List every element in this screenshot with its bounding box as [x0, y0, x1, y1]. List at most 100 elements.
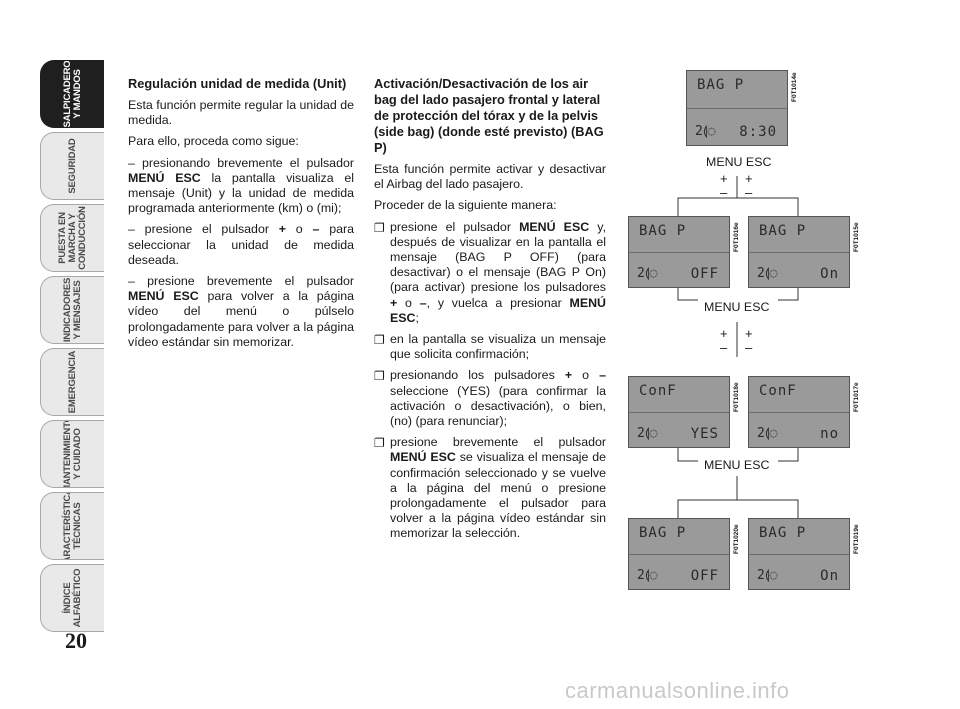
section-heading-bag-p: Activación/Desactivación de los air bag … [374, 76, 604, 155]
paragraph: – presione el pulsador + o – para selecc… [128, 222, 354, 268]
minus-label: – [745, 185, 753, 200]
text: – presione el pulsador [128, 222, 279, 237]
text: la pantalla visualiza el mensaje (Unit) … [128, 170, 355, 216]
checkbox-bullet-icon: ❐ [374, 369, 385, 384]
display-line2: On [820, 266, 839, 282]
paragraph: Esta función permite activar y desactiva… [374, 162, 606, 192]
figure-code: F0T1017e [853, 382, 860, 412]
paragraph: Esta función permite regular la unidad d… [128, 98, 354, 128]
airbag-icon: 2⟬◌ [757, 568, 778, 583]
display-line2: no [820, 426, 839, 442]
display-line1: BAG P [639, 223, 687, 239]
menu-esc-label: MENU ESC [706, 155, 772, 169]
text: se visualiza el mensaje de confirmación … [390, 450, 607, 541]
minus-label: – [720, 185, 728, 200]
airbag-icon: 2⟬◌ [637, 266, 658, 281]
display-bag-p-off: BAG P 2⟬◌ OFF [628, 216, 730, 288]
plus-label: + [720, 326, 728, 341]
button-ref: MENÚ ESC [128, 170, 201, 185]
airbag-icon: 2⟬◌ [695, 124, 716, 139]
text: y, después de visualizar en la pantalla … [390, 219, 607, 295]
page-number: 20 [65, 628, 87, 653]
bullet-item: ❐ en la pantalla se visualiza un mensaje … [374, 332, 606, 362]
plus-label: + [720, 171, 728, 186]
display-line1: ConF [759, 383, 797, 399]
display-divider [749, 252, 849, 253]
checkbox-bullet-icon: ❐ [374, 333, 385, 348]
button-ref: + [564, 368, 573, 383]
text: en la pantalla se visualiza un mensaje q… [390, 332, 606, 362]
airbag-icon: 2⟬◌ [757, 426, 778, 441]
menu-esc-label: MENU ESC [704, 300, 770, 314]
display-line1: ConF [639, 383, 677, 399]
section-heading-unit: Regulación unidad de medida (Unit) [128, 76, 347, 91]
bullet-item: ❐presione el pulsador MENÚ ESC y, despué… [374, 220, 606, 326]
minus-label: – [745, 340, 753, 355]
checkbox-bullet-icon: ❐ [374, 436, 385, 451]
button-ref: + [390, 295, 398, 310]
menu-esc-label: MENU ESC [704, 458, 770, 472]
column-unit: Regulación unidad de medida (Unit) Esta … [128, 76, 354, 356]
tab-puesta-en-marcha[interactable]: PUESTA EN MARCHA Y CONDUCCIÓN [40, 204, 104, 272]
display-conf-yes: ConF 2⟬◌ YES [628, 376, 730, 448]
figure-code: F0T1020e [733, 524, 740, 554]
tab-emergencia[interactable]: EMERGENCIA [40, 348, 104, 416]
text: para seleccionar la unidad de medida des… [128, 222, 354, 267]
tab-caracteristicas[interactable]: CARACTERÍSTICAS TÉCNICAS [40, 492, 104, 560]
text: para volver a la página vídeo del menú o… [128, 289, 354, 349]
figure-code: F0T1015e [853, 222, 860, 252]
button-ref: – [419, 295, 427, 310]
display-conf-no: ConF 2⟬◌ no [748, 376, 850, 448]
checkbox-bullet-icon: ❐ [374, 220, 385, 235]
display-line2: OFF [690, 266, 719, 282]
airbag-icon: 2⟬◌ [757, 266, 778, 281]
display-divider [629, 554, 729, 555]
figure-code: F0T1019e [853, 524, 860, 554]
text: ; [415, 310, 419, 325]
bullet-item: ❐ presione brevemente el pulsador MENÚ ES… [374, 435, 606, 541]
text: o [286, 222, 313, 237]
display-line2: OFF [690, 568, 719, 584]
text: o [397, 295, 420, 310]
display-bag-p-off-final: BAG P 2⟬◌ OFF [628, 518, 730, 590]
button-ref: MENÚ ESC [128, 289, 199, 304]
button-ref: MENÚ ESC [390, 450, 456, 465]
paragraph: Proceder de la siguiente manera: [374, 198, 557, 213]
display-line1: BAG P [697, 77, 745, 93]
text: presione brevemente el pulsador [390, 435, 606, 450]
button-ref: + [278, 222, 287, 237]
button-ref: – [312, 222, 320, 237]
display-line2: YES [690, 426, 719, 442]
paragraph: – presionando brevemente el pulsador MEN… [128, 156, 354, 217]
text: , y vuelca a presionar [426, 295, 570, 310]
display-divider [749, 412, 849, 413]
tab-salpicadero[interactable]: SALPICADERO Y MANDOS [40, 60, 104, 128]
display-bag-p-on-final: BAG P 2⟬◌ On [748, 518, 850, 590]
display-divider [687, 108, 787, 109]
column-bag-p: Activación/Desactivación de los air bag … [374, 76, 606, 548]
paragraph: Para ello, proceda como sigue: [128, 134, 299, 149]
display-line1: BAG P [759, 223, 807, 239]
plus-label: + [745, 326, 753, 341]
tab-mantenimiento[interactable]: MANTENIMIENTO Y CUIDADO [40, 420, 104, 488]
figure-code: F0T1018e [733, 382, 740, 412]
bullet-item: ❐presionando los pulsadores + o – selecc… [374, 368, 606, 429]
display-divider [749, 554, 849, 555]
tab-indicadores[interactable]: INDICADORES Y MENSAJES [40, 276, 104, 344]
display-divider [629, 412, 729, 413]
display-line1: BAG P [639, 525, 687, 541]
display-line2: 8:30 [739, 124, 777, 140]
button-ref: MENÚ ESC [390, 295, 606, 325]
text: presionando los pulsadores [390, 368, 565, 383]
watermark: carmanualsonline.info [565, 678, 790, 703]
display-divider [629, 252, 729, 253]
tab-indice[interactable]: ÍNDICE ALFABÉTICO [40, 564, 104, 632]
tab-seguridad[interactable]: SEGURIDAD [40, 132, 104, 200]
display-line2: On [820, 568, 839, 584]
plus-label: + [745, 171, 753, 186]
figure-code: F0T1014e [791, 72, 798, 102]
text: – presionando brevemente el pulsador [128, 155, 354, 170]
text: seleccione (YES) (para confirmar la acti… [390, 383, 606, 429]
display-bag-p-on: BAG P 2⟬◌ On [748, 216, 850, 288]
